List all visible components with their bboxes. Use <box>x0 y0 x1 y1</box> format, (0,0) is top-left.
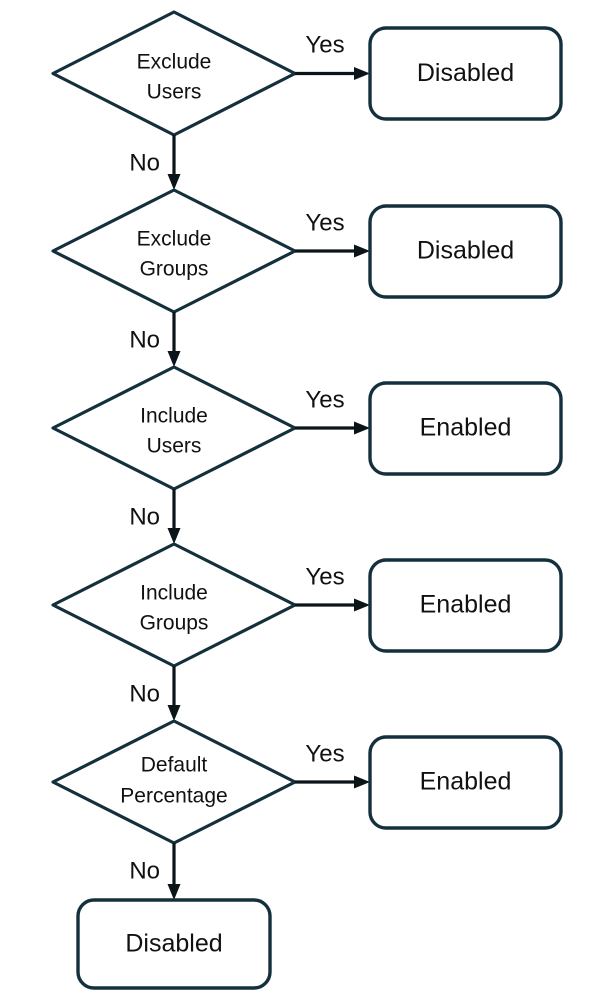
diamond-shape-3 <box>51 365 297 491</box>
decision-node-4[interactable]: Include Groups <box>51 542 297 668</box>
result-label-1: Disabled <box>417 59 514 87</box>
result-node-1[interactable]: Disabled <box>368 26 563 121</box>
diamond-shape-5 <box>51 719 297 845</box>
edge-yes-2: Yes <box>295 209 370 258</box>
edge-no-2-arrowhead <box>167 351 181 367</box>
edge-no-1-label: No <box>129 149 160 176</box>
edge-yes-5: Yes <box>295 740 370 789</box>
edge-yes-3-arrowhead <box>354 421 370 435</box>
edge-yes-4-label: Yes <box>305 563 344 590</box>
edge-no-5: No <box>129 843 181 900</box>
edge-no-1: No <box>129 135 181 190</box>
decision-label-4-line2: Groups <box>140 612 209 635</box>
edge-yes-2-label: Yes <box>305 209 344 236</box>
result-box-4 <box>368 558 563 653</box>
result-label-4: Enabled <box>420 591 512 619</box>
result-label-2: Disabled <box>417 237 514 265</box>
edge-yes-1: Yes <box>295 31 370 80</box>
terminal-label: Disabled <box>125 930 222 958</box>
decision-label-2-line2: Groups <box>140 258 209 281</box>
edge-no-5-arrowhead <box>167 884 181 900</box>
edge-no-5-label: No <box>129 857 160 884</box>
diamond-shape-4 <box>51 542 297 668</box>
result-box-3 <box>368 381 563 476</box>
result-node-4[interactable]: Enabled <box>368 558 563 653</box>
decision-node-5[interactable]: Default Percentage <box>51 719 297 845</box>
decision-label-2-line1: Exclude <box>137 228 212 251</box>
decision-label-3-line1: Include <box>140 405 208 428</box>
edge-yes-2-arrowhead <box>354 244 370 258</box>
result-box-2 <box>368 204 563 299</box>
result-node-5[interactable]: Enabled <box>368 735 563 830</box>
result-node-2[interactable]: Disabled <box>368 204 563 299</box>
edge-yes-1-label: Yes <box>305 31 344 58</box>
decision-node-3[interactable]: Include Users <box>51 365 297 491</box>
decision-label-5-line2: Percentage <box>120 785 227 808</box>
edge-no-2: No <box>129 312 181 367</box>
decision-label-5-line1: Default <box>141 754 208 777</box>
decision-label-1-line2: Users <box>147 81 202 104</box>
decision-node-1[interactable]: Exclude Users <box>51 10 297 137</box>
edge-no-4-arrowhead <box>167 705 181 721</box>
edge-no-4-label: No <box>129 680 160 707</box>
result-node-3[interactable]: Enabled <box>368 381 563 476</box>
edge-no-4: No <box>129 666 181 721</box>
edge-no-3: No <box>129 489 181 544</box>
edge-yes-3: Yes <box>295 386 370 435</box>
edge-yes-5-arrowhead <box>354 775 370 789</box>
diamond-shape-2 <box>51 188 297 314</box>
edge-no-3-label: No <box>129 503 160 530</box>
edge-yes-4-arrowhead <box>354 598 370 612</box>
edge-no-2-label: No <box>129 326 160 353</box>
terminal-node[interactable]: Disabled <box>76 898 272 990</box>
result-box-5 <box>368 735 563 830</box>
terminal-box <box>76 898 272 990</box>
edge-yes-3-label: Yes <box>305 386 344 413</box>
decision-label-3-line2: Users <box>147 435 202 458</box>
edge-no-3-arrowhead <box>167 528 181 544</box>
result-label-3: Enabled <box>420 414 512 442</box>
edge-yes-1-arrowhead <box>354 67 370 80</box>
edge-no-1-arrowhead <box>167 174 181 190</box>
decision-label-4-line1: Include <box>140 582 208 605</box>
decision-label-1-line1: Exclude <box>137 51 212 74</box>
decision-node-2[interactable]: Exclude Groups <box>51 188 297 314</box>
edge-yes-4: Yes <box>295 563 370 612</box>
result-box-1 <box>368 26 563 121</box>
edge-yes-5-label: Yes <box>305 740 344 767</box>
result-label-5: Enabled <box>420 768 512 796</box>
